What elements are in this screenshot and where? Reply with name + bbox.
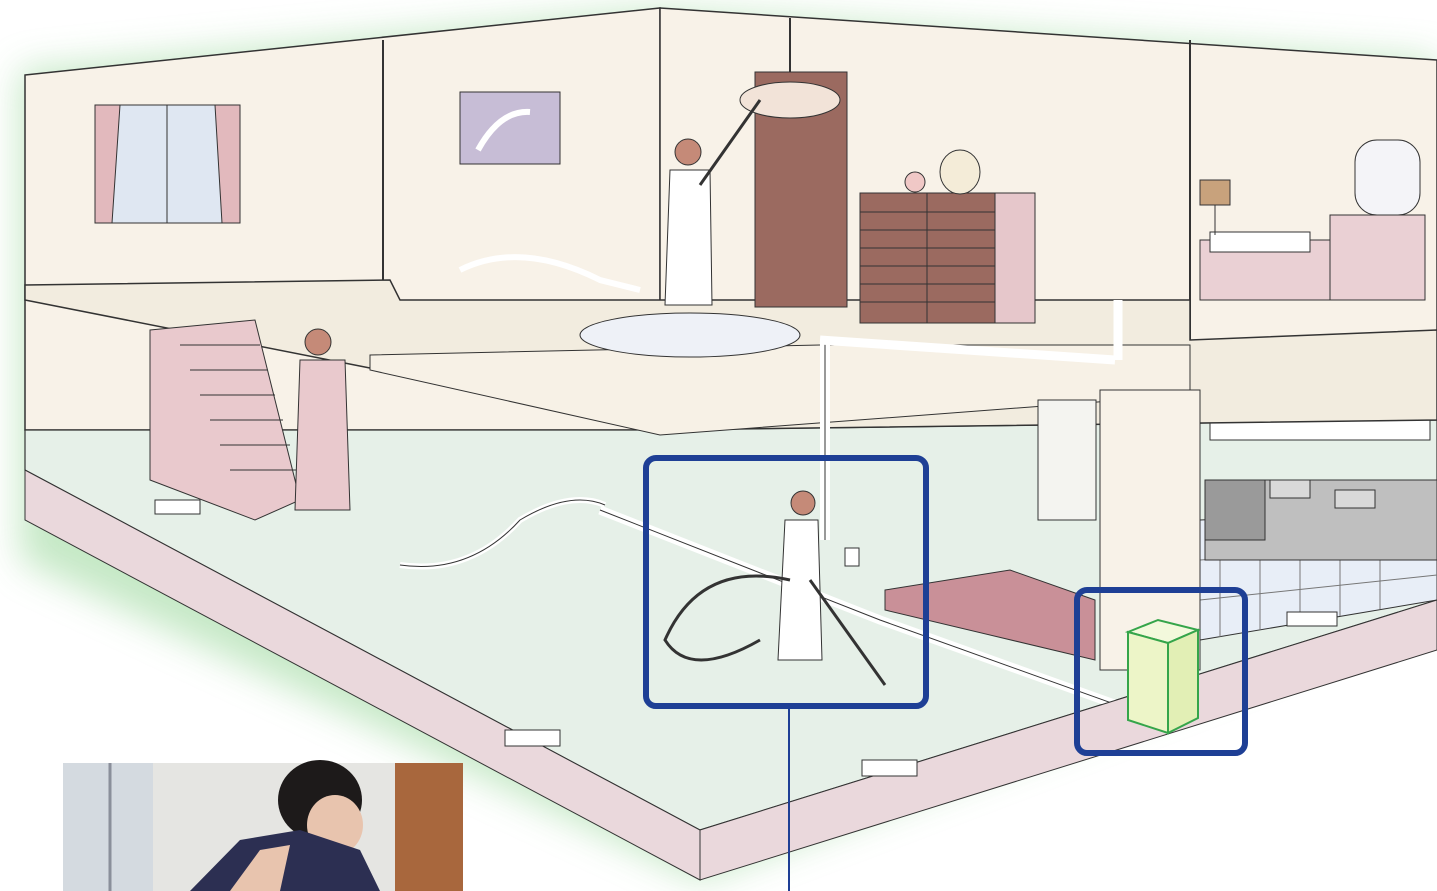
wall-picture: [460, 92, 560, 164]
window-curtains: [95, 105, 240, 223]
caption-text: [985, 856, 1437, 891]
futon: [580, 313, 800, 357]
vacuum-inlet-icon: [845, 548, 859, 566]
kitchen-counter: [1205, 480, 1437, 560]
lower-doorway: [1038, 400, 1096, 520]
ceiling-lamp: [740, 82, 840, 118]
inset-photo: [63, 760, 463, 891]
bed: [1200, 232, 1330, 300]
central-vacuum-unit-icon: [1128, 620, 1198, 733]
